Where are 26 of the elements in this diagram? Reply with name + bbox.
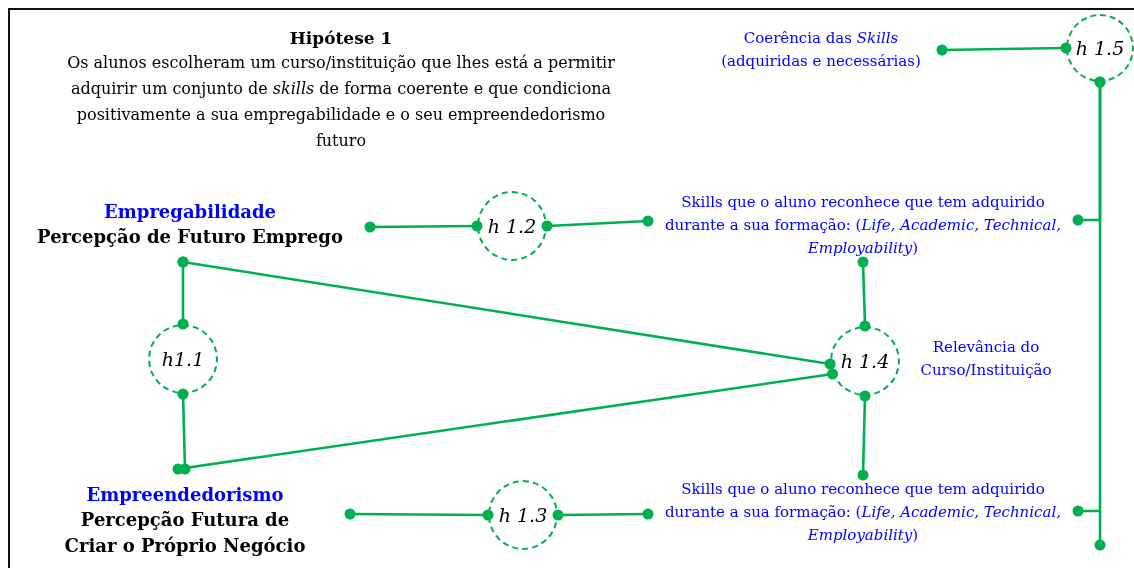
hypothesis-title: Hipótese 1 bbox=[288, 27, 394, 50]
connector-line bbox=[857, 256, 871, 332]
hypothesis-statement: Os alunos escolheram um curso/instituição que lhes está a permitir adquirir um conjunto de skills de forma coerente e que condiciona positivamente a sua empregabilidade e o seu empreendedorismo futuro bbox=[66, 52, 616, 152]
hypothesis-label: h 1.2 bbox=[487, 215, 537, 237]
connector-line bbox=[177, 388, 191, 475]
connector-line bbox=[172, 368, 838, 475]
connector-line bbox=[936, 42, 1072, 56]
concept-description: Percepção Futura de Criar o Próprio Negócio bbox=[63, 508, 307, 558]
variable-text: Skills que o aluno reconhece que tem adquirido durante a sua formação: (Life, Academic, Technical, Employability) bbox=[664, 191, 1062, 259]
hypothesis-label: h 1.3 bbox=[498, 504, 548, 526]
concept-heading: Empregabilidade bbox=[104, 200, 276, 224]
connector-line bbox=[177, 256, 836, 370]
connector-line bbox=[552, 508, 654, 521]
connector-line bbox=[344, 508, 494, 521]
concept-description: Percepção de Futuro Emprego bbox=[37, 225, 343, 249]
hypothesis-label: h 1.4 bbox=[840, 350, 890, 372]
hypothesis-label: h 1.5 bbox=[1075, 37, 1125, 59]
connector-line bbox=[1072, 76, 1106, 517]
connector-line bbox=[541, 215, 654, 232]
node-caption: Relevância do Curso/Instituição bbox=[919, 337, 1053, 381]
variable-text: Skills que o aluno reconhece que tem adquirido durante a sua formação: (Life, Academic, Technical, Employability) bbox=[664, 478, 1062, 546]
concept-heading: Empreendedorismo bbox=[86, 483, 284, 507]
connector-line bbox=[364, 220, 483, 233]
variable-text: Coerência das Skills (adquiridas e necessárias) bbox=[720, 28, 922, 72]
hypothesis-label: h1.1 bbox=[161, 348, 205, 370]
connector-line bbox=[857, 390, 871, 481]
